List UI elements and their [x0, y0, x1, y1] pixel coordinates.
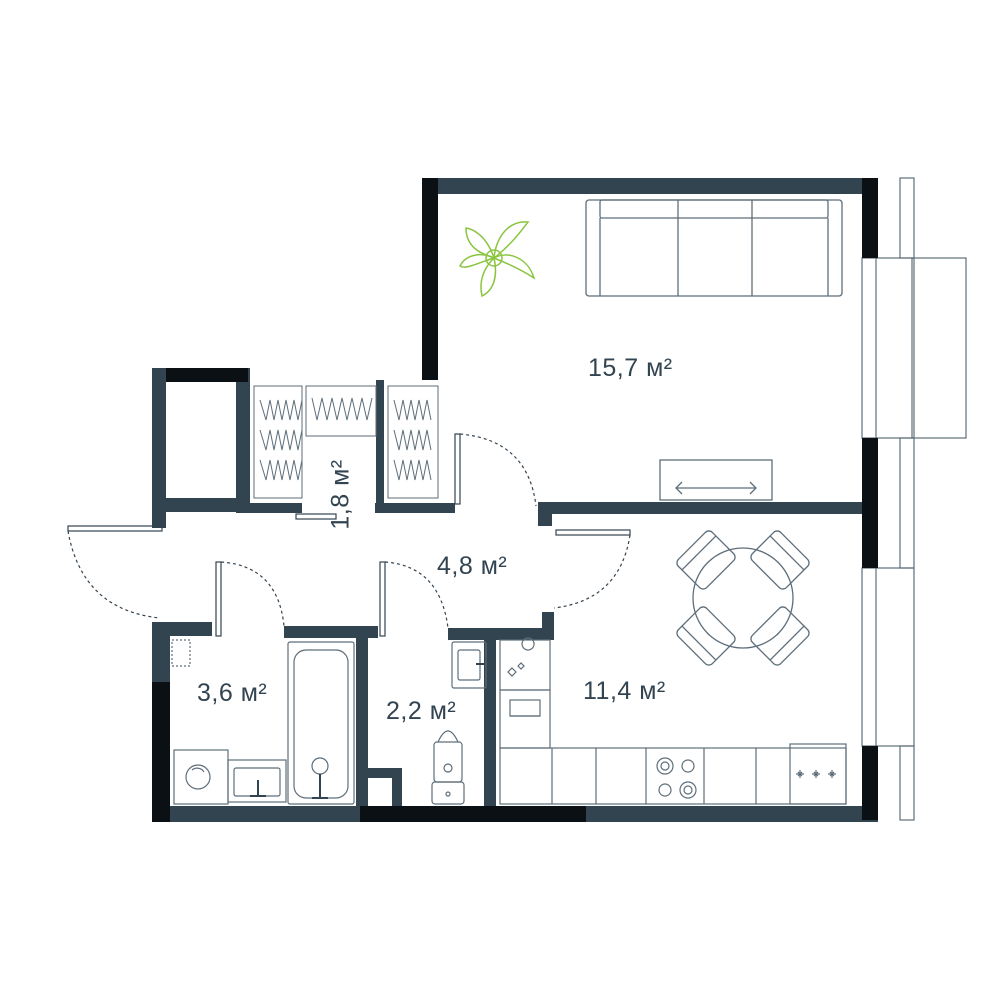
bathtub-icon	[287, 641, 355, 805]
room-area-hall: 4,8 м²	[437, 552, 508, 580]
tv-stand-icon	[659, 459, 773, 501]
sofa-icon	[585, 199, 843, 297]
sink-icon	[451, 641, 487, 689]
room-area-kitchen: 11,4 м²	[583, 677, 666, 705]
window-icon	[861, 177, 967, 821]
kitchen-counter	[499, 637, 847, 805]
stove-icon	[656, 757, 697, 799]
wardrobe-icon	[253, 385, 439, 499]
room-area-toilet: 2,2 м²	[386, 697, 457, 725]
sink-icon	[171, 639, 287, 803]
walls-accent	[152, 178, 878, 822]
door-icon	[67, 433, 631, 637]
room-area-wardrobe: 1,8 м²	[326, 459, 355, 530]
washing-machine-icon	[173, 749, 229, 805]
room-area-living: 15,7 м²	[588, 354, 673, 382]
plant-icon	[459, 221, 536, 298]
toilet-icon	[431, 730, 465, 805]
dining-set-icon	[676, 530, 810, 666]
room-area-bathroom: 3,6 м²	[197, 679, 268, 707]
